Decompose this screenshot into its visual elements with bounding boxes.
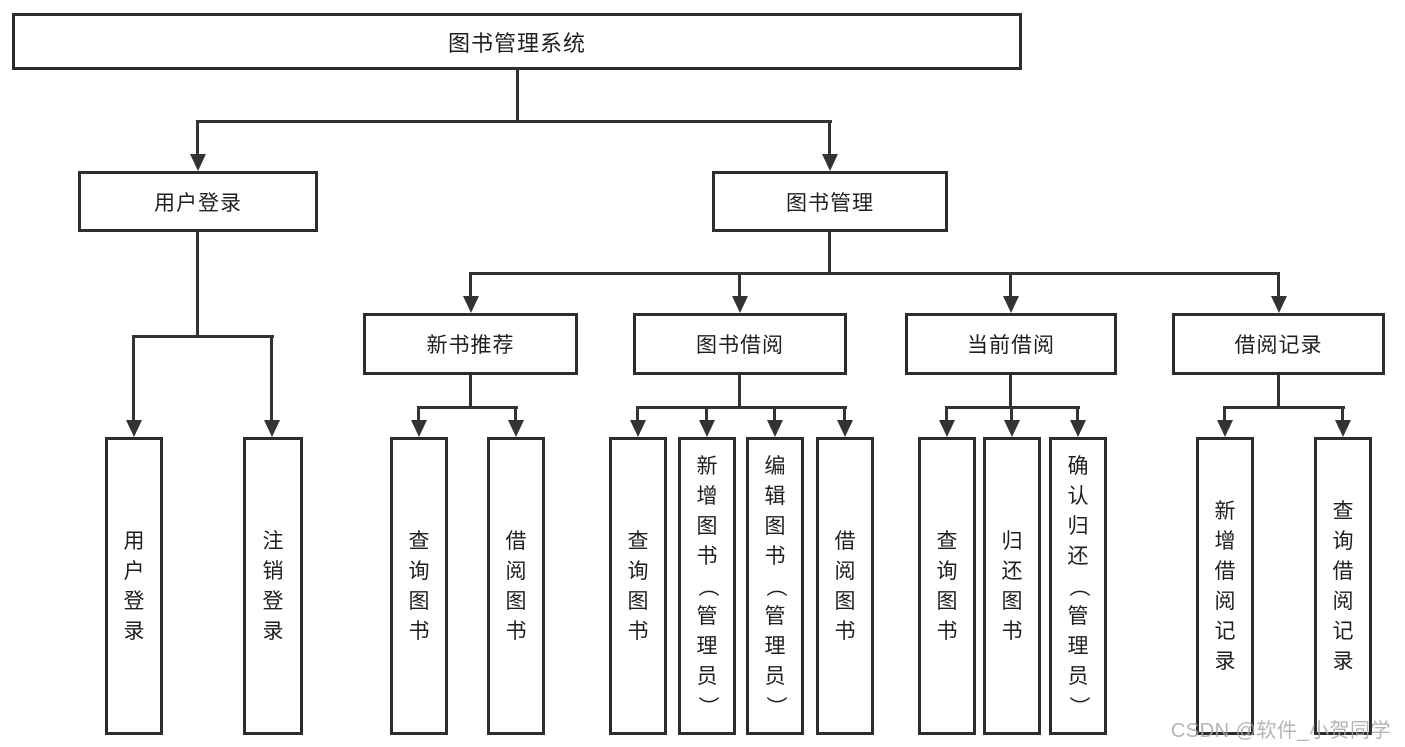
arrow-down-icon	[630, 420, 646, 437]
leaf-records-query-record-label: 查询借阅记录	[1332, 499, 1354, 673]
leaf-records-add-record: 新增借阅记录	[1196, 437, 1254, 735]
leaf-logout-login-label: 注销登录	[262, 529, 284, 643]
connector-user-login-rail	[133, 335, 274, 338]
node-book-management: 图书管理	[712, 171, 948, 232]
node-user-login-label: 用户登录	[154, 191, 242, 215]
node-borrowing-records-label: 借阅记录	[1234, 334, 1323, 357]
arrow-down-icon	[767, 420, 783, 437]
connector-line	[514, 406, 517, 422]
leaf-borrowing-borrow-books-label: 借阅图书	[834, 529, 856, 643]
arrow-down-icon	[190, 154, 206, 171]
connector-current-borrowing-stem	[1009, 375, 1012, 409]
connector-line	[417, 406, 420, 422]
connector-line	[773, 406, 776, 422]
leaf-records-query-record: 查询借阅记录	[1314, 437, 1372, 735]
connector-line	[843, 406, 846, 422]
connector-book-borrowing-rail	[637, 406, 847, 409]
arrow-down-icon	[732, 296, 748, 313]
connector-line	[1009, 272, 1012, 300]
arrow-down-icon	[126, 420, 142, 437]
connector-line	[196, 120, 199, 158]
node-book-management-label: 图书管理	[786, 191, 874, 215]
node-current-borrowing-label: 当前借阅	[967, 334, 1055, 357]
node-user-login: 用户登录	[78, 171, 318, 232]
arrow-down-icon	[822, 154, 838, 171]
connector-line	[738, 272, 741, 300]
node-root: 图书管理系统	[12, 13, 1022, 70]
leaf-newbook-borrow-books: 借阅图书	[487, 437, 545, 735]
leaf-borrowing-query-books: 查询图书	[609, 437, 667, 735]
leaf-newbook-borrow-books-label: 借阅图书	[505, 529, 527, 643]
leaf-newbook-query-books: 查询图书	[390, 437, 448, 735]
leaf-current-query-books: 查询图书	[918, 437, 976, 735]
leaf-borrowing-edit-books-admin-label: 编辑图书（管理员）	[763, 454, 787, 717]
node-borrowing-records: 借阅记录	[1172, 313, 1385, 375]
node-book-borrowing-label: 图书借阅	[696, 334, 784, 357]
connector-line	[705, 406, 708, 422]
arrow-down-icon	[264, 420, 280, 437]
arrow-down-icon	[1003, 296, 1019, 313]
node-new-book-recommendation-label: 新书推荐	[426, 334, 515, 357]
arrow-down-icon	[508, 420, 524, 437]
connector-line	[1341, 406, 1344, 422]
connector-line	[1076, 406, 1079, 422]
connector-line	[270, 335, 273, 423]
watermark: CSDN @软件_小贺同学	[1170, 720, 1391, 742]
connector-line	[636, 406, 639, 422]
connector-book-borrowing-stem	[738, 375, 741, 409]
arrow-down-icon	[1070, 420, 1086, 437]
connector-line	[1223, 406, 1226, 422]
connector-line	[945, 406, 948, 422]
arrow-down-icon	[1335, 420, 1351, 437]
node-current-borrowing: 当前借阅	[905, 313, 1117, 375]
leaf-user-login: 用户登录	[105, 437, 163, 735]
arrow-down-icon	[463, 296, 479, 313]
leaf-borrowing-edit-books-admin: 编辑图书（管理员）	[746, 437, 804, 735]
leaf-current-confirm-return-admin-label: 确认归还（管理员）	[1066, 454, 1090, 717]
node-book-borrowing: 图书借阅	[633, 313, 847, 375]
leaf-user-login-label: 用户登录	[123, 529, 145, 643]
arrow-down-icon	[837, 420, 853, 437]
leaf-logout-login: 注销登录	[243, 437, 303, 735]
leaf-borrowing-add-books-admin-label: 新增图书（管理员）	[695, 454, 719, 717]
arrow-down-icon	[699, 420, 715, 437]
leaf-borrowing-borrow-books: 借阅图书	[816, 437, 874, 735]
arrow-down-icon	[1271, 296, 1287, 313]
arrow-down-icon	[411, 420, 427, 437]
node-new-book-recommendation: 新书推荐	[363, 313, 578, 375]
connector-current-borrowing-rail	[946, 406, 1080, 409]
leaf-borrowing-add-books-admin: 新增图书（管理员）	[678, 437, 736, 735]
connector-new-book-rail	[418, 406, 518, 409]
connector-line	[828, 120, 831, 158]
leaf-current-return-books: 归还图书	[983, 437, 1041, 735]
connector-root-stem	[516, 70, 519, 123]
connector-line	[1277, 272, 1280, 300]
arrow-down-icon	[939, 420, 955, 437]
leaf-current-return-books-label: 归还图书	[1001, 529, 1023, 643]
connector-borrowing-records-stem	[1277, 375, 1280, 409]
connector-level3-rail	[470, 272, 1280, 275]
connector-line	[1010, 406, 1013, 422]
leaf-current-query-books-label: 查询图书	[936, 529, 958, 643]
leaf-records-add-record-label: 新增借阅记录	[1214, 499, 1236, 673]
connector-book-management-stem	[828, 232, 831, 275]
connector-line	[469, 272, 472, 300]
leaf-borrowing-query-books-label: 查询图书	[627, 529, 649, 643]
connector-borrowing-records-rail	[1224, 406, 1345, 409]
connector-user-login-stem	[196, 232, 199, 338]
arrow-down-icon	[1217, 420, 1233, 437]
connector-new-book-stem	[469, 375, 472, 409]
leaf-newbook-query-books-label: 查询图书	[408, 529, 430, 643]
leaf-current-confirm-return-admin: 确认归还（管理员）	[1049, 437, 1107, 735]
connector-line	[132, 335, 135, 423]
arrow-down-icon	[1004, 420, 1020, 437]
connector-level2-rail	[197, 120, 832, 123]
node-root-label: 图书管理系统	[447, 30, 586, 56]
